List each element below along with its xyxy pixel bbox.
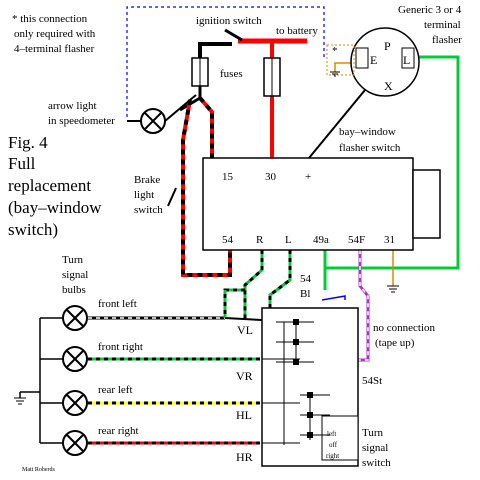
terminal-R: R: [256, 234, 264, 246]
label-rear-left: rear left: [98, 384, 133, 396]
terminal-30: 30: [265, 171, 277, 183]
wire-R: [243, 250, 264, 320]
switch-terminal-HL: HL: [236, 408, 252, 422]
wire-54F: [358, 250, 370, 362]
bulb-wire-front-left-end: [224, 317, 263, 321]
bay-window-switch-box: [202, 157, 441, 251]
flasher-unit: [326, 27, 420, 97]
turn-switch-posts: [293, 319, 313, 438]
terminal-54F: 54F: [348, 234, 365, 246]
fuse-right: [263, 57, 281, 97]
flasher-ground-icon: [330, 71, 340, 77]
label-brake-2: light: [134, 189, 154, 201]
switch-pos-right: right: [326, 452, 339, 460]
brake-switch-blade: [167, 187, 177, 207]
note-line-1: * this connection: [12, 13, 88, 25]
label-fuses: fuses: [220, 68, 243, 80]
optional-connection-wire: [126, 6, 325, 117]
terminal-54Bl-2: Bl: [300, 288, 310, 300]
terminal-54: 54: [222, 234, 234, 246]
figure-title-line-2: Full: [8, 154, 36, 173]
figure-title-line-5: switch): [8, 220, 58, 239]
flasher-title-3: flasher: [432, 34, 462, 46]
label-rear-right: rear right: [98, 425, 139, 437]
arrow-light-bulb-icon: [140, 108, 166, 134]
figure-title-line-1: Fig. 4: [8, 133, 48, 152]
ground-E-wire: [334, 62, 355, 72]
terminal-plus: +: [305, 171, 311, 183]
label-bay-window-1: bay–window: [339, 126, 396, 138]
label-no-connection-1: no connection: [373, 322, 436, 334]
switch-pos-off: off: [329, 441, 338, 449]
bulb-common-wire: [19, 317, 62, 444]
flasher-plus-wire: [308, 89, 366, 159]
label-ignition-switch: ignition switch: [196, 15, 262, 27]
terminal-31: 31: [384, 234, 395, 246]
switch-pos-left: left: [327, 430, 336, 438]
label-bay-window-2: flasher switch: [339, 142, 401, 154]
bulb-front-right-icon: [62, 346, 88, 372]
ignition-switch-blade: [224, 28, 243, 42]
figure-title-line-3: replacement: [8, 176, 91, 195]
brake-wire: [181, 99, 232, 277]
bulb-front-left-icon: [62, 305, 88, 331]
ignition-wire: [198, 42, 232, 58]
bulb-rear-left-icon: [62, 390, 88, 416]
label-brake-1: Brake: [134, 174, 160, 186]
bulb-rear-right-icon: [62, 430, 88, 456]
terminal-49a: 49a: [313, 234, 329, 246]
flasher-terminal-P: P: [384, 39, 391, 53]
wire-15: [198, 96, 214, 158]
figure-title-line-4: (bay–window: [8, 198, 102, 217]
bulb-wire-front-left: [88, 288, 245, 320]
fuse-left: [191, 57, 209, 87]
label-turn-bulbs-1: Turn: [62, 254, 83, 266]
flasher-title-1: Generic 3 or 4: [398, 4, 462, 16]
turn-signal-switch-box: [261, 307, 359, 467]
label-turn-bulbs-3: bulbs: [62, 284, 86, 296]
switch-terminal-VR: VR: [236, 369, 253, 383]
label-turn-switch-1: Turn: [362, 427, 383, 439]
terminal-L: L: [285, 234, 292, 246]
label-turn-switch-3: switch: [362, 457, 391, 469]
bulb-ground-icon: [14, 397, 26, 405]
label-front-right: front right: [98, 341, 143, 353]
note-line-2: only required with: [14, 28, 96, 40]
terminal-54Bl-1: 54: [300, 273, 312, 285]
label-turn-bulbs-2: signal: [62, 269, 88, 281]
flasher-terminal-L: L: [403, 53, 410, 67]
terminal-15: 15: [222, 171, 234, 183]
label-front-left: front left: [98, 298, 137, 310]
label-to-battery: to battery: [276, 25, 318, 37]
flasher-terminal-E: E: [370, 53, 377, 67]
wire-54Bl: [321, 295, 346, 301]
switch-terminal-HR: HR: [236, 450, 253, 464]
label-brake-3: switch: [134, 204, 163, 216]
switch-terminal-VL: VL: [237, 323, 253, 337]
flasher-title-2: terminal: [424, 19, 461, 31]
wire-L: [268, 250, 292, 310]
flasher-terminal-star: *: [332, 45, 338, 57]
note-line-3: 4–terminal flasher: [14, 43, 95, 55]
author-credit: Matt Roberds: [22, 467, 55, 473]
label-arrow-light-2: in speedometer: [48, 115, 115, 127]
label-no-connection-2: (tape up): [375, 337, 415, 349]
terminal-54St: 54St: [362, 375, 382, 387]
flasher-terminal-X: X: [384, 79, 393, 93]
label-arrow-light-1: arrow light: [48, 100, 97, 112]
label-turn-switch-2: signal: [362, 442, 388, 454]
ground-31-icon: [387, 285, 399, 293]
